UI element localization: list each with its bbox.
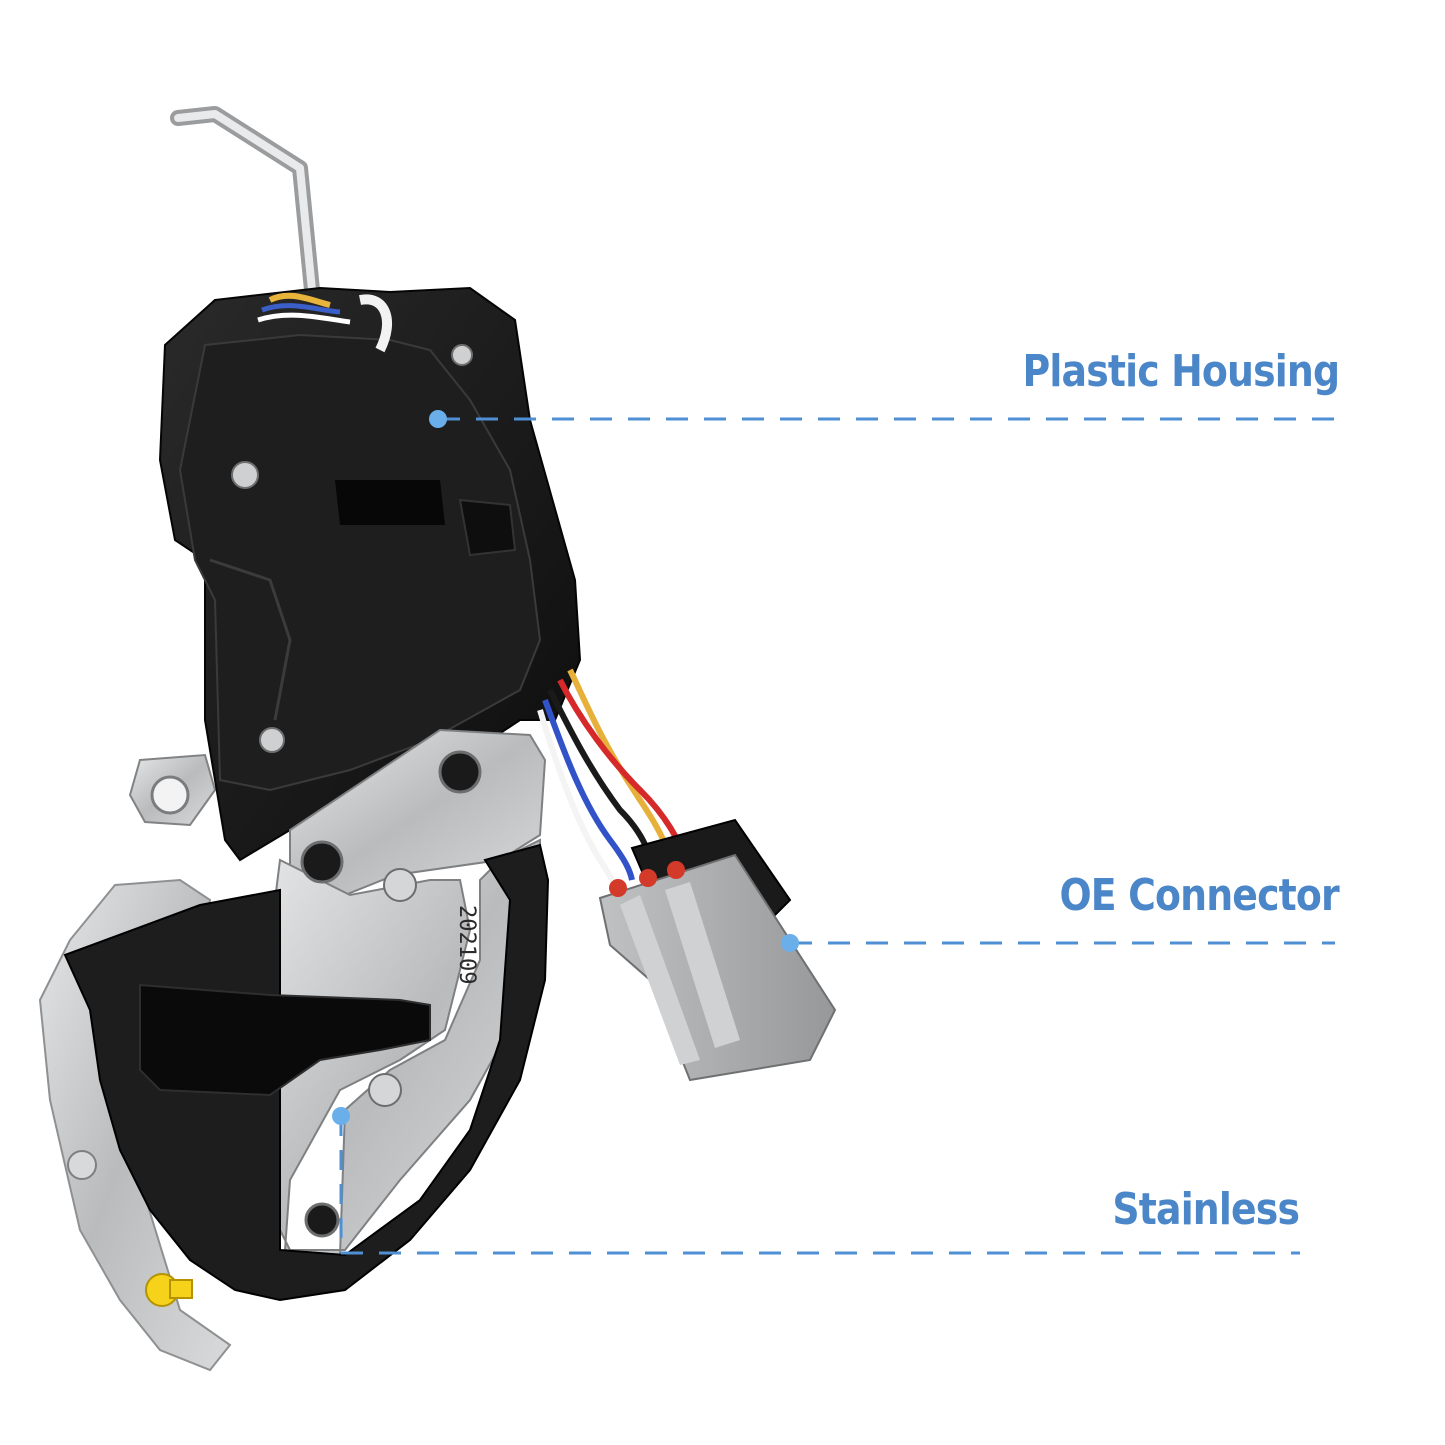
callout-connector-dot (781, 934, 799, 952)
plastic-housing (158, 286, 582, 862)
latch-slot (139, 983, 431, 1097)
actuator-rod (170, 106, 320, 298)
callout-label-housing: Plastic Housing (1022, 346, 1340, 397)
foam-gasket (63, 843, 550, 1302)
stainless-plate: 202109 (264, 728, 547, 1257)
callout-housing-dot (429, 410, 447, 428)
oe-connector (598, 818, 837, 1082)
callout-connector-line (781, 934, 1335, 952)
plate-screw (67, 1150, 97, 1180)
callout-label-stainless: Stainless (1112, 1184, 1300, 1235)
callout-housing-line (429, 410, 1335, 428)
yellow-clip (145, 1273, 193, 1307)
callout-stainless-line (332, 1107, 1300, 1255)
callout-stainless-dot (332, 1107, 350, 1125)
side-bracket (128, 753, 217, 827)
callout-label-connector: OE Connector (1059, 870, 1340, 921)
stamp-text: 202109 (454, 905, 479, 984)
